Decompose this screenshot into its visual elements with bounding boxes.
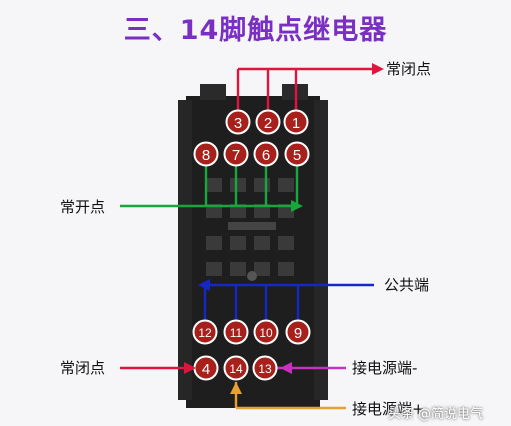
no-arrow (291, 200, 303, 212)
pin-label-2: 2 (264, 115, 272, 132)
label-power-minus: 接电源端- (352, 359, 418, 377)
pin-label-14: 14 (229, 362, 243, 376)
pin-label-8: 8 (202, 147, 210, 164)
power-plus-arrow (230, 382, 242, 394)
pin-label-11: 11 (230, 326, 243, 340)
pin-4: 4 (193, 355, 219, 381)
diagram-title: 三、14脚触点继电器 (123, 15, 388, 46)
pin-label-10: 10 (259, 326, 273, 340)
pin-8: 8 (193, 141, 219, 167)
pin-9: 9 (285, 319, 311, 345)
common-arrow (198, 279, 210, 291)
no-wires (120, 165, 299, 208)
pin-label-3: 3 (234, 115, 242, 132)
pin-label-7: 7 (232, 147, 240, 164)
pin-3: 3 (225, 109, 251, 135)
pin-label-9: 9 (294, 325, 302, 342)
nc-top-wires (236, 67, 376, 110)
common-wires (203, 283, 374, 320)
nc-bottom-arrow (184, 362, 196, 374)
pin-10: 10 (253, 319, 279, 345)
pin-6: 6 (253, 141, 279, 167)
pin-11: 11 (223, 319, 249, 345)
label-power-plus: 接电源端+ (352, 400, 425, 418)
pin-label-13: 13 (258, 362, 272, 376)
pin-5: 5 (284, 141, 310, 167)
label-no: 常开点 (60, 198, 106, 216)
label-nc-bottom: 常闭点 (60, 359, 106, 377)
pin-2: 2 (255, 109, 281, 135)
pin-label-6: 6 (262, 147, 270, 164)
pin-13: 13 (252, 355, 278, 381)
pin-label-5: 5 (293, 147, 301, 164)
power-minus-arrow (280, 362, 292, 374)
pin-7: 7 (223, 141, 249, 167)
pin-12: 12 (192, 319, 218, 345)
pin-label-12: 12 (198, 326, 212, 340)
label-nc-top: 常闭点 (386, 60, 432, 78)
nc-top-arrow (372, 63, 384, 75)
label-common: 公共端 (384, 276, 430, 294)
pin-label-4: 4 (202, 361, 210, 378)
watermark: 头条 @简说电气 (387, 407, 483, 422)
pin-14: 14 (223, 355, 249, 381)
pin-label-1: 1 (292, 115, 300, 132)
pin-1: 1 (283, 109, 309, 135)
